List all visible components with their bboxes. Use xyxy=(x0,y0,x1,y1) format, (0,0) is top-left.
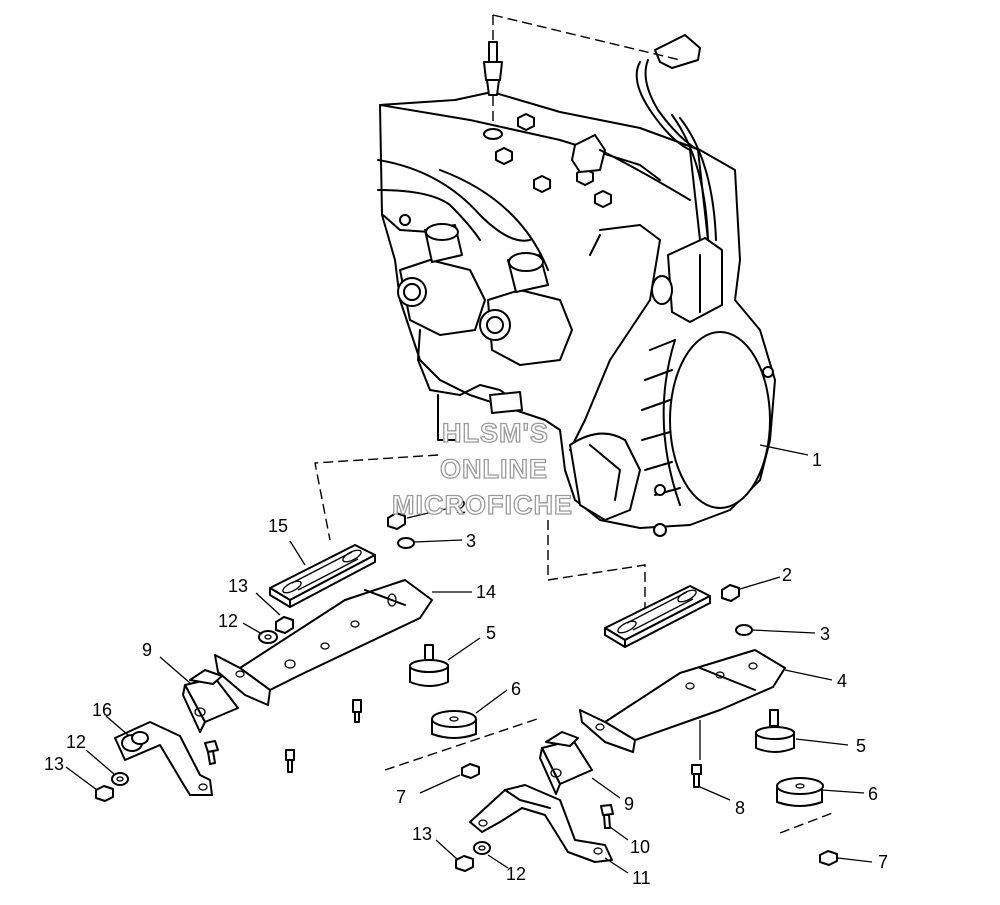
callout-6: 6 xyxy=(868,784,878,804)
spark-plug xyxy=(483,41,503,96)
bolts-left xyxy=(204,699,362,773)
engine-assembly xyxy=(377,34,776,537)
callout-9: 9 xyxy=(142,640,152,660)
callout-14: 14 xyxy=(476,582,496,602)
callout-3: 3 xyxy=(466,531,476,551)
nut-13-right xyxy=(455,855,474,872)
washer-12-right xyxy=(473,841,491,855)
callout-15: 15 xyxy=(268,516,288,536)
callout-3: 3 xyxy=(820,624,830,644)
callout-11: 11 xyxy=(632,868,651,888)
callout-7: 7 xyxy=(396,787,406,807)
watermark-line-1: HLSM'S xyxy=(442,418,549,448)
nut-7-left xyxy=(461,763,480,779)
engine-bracket-left xyxy=(214,579,433,706)
callout-5: 5 xyxy=(486,623,496,643)
carburetor-left xyxy=(397,223,486,336)
rubber-mount-left xyxy=(409,644,449,687)
callout-12: 12 xyxy=(218,611,238,631)
bolt-10 xyxy=(600,804,614,816)
callout-13: 13 xyxy=(228,576,248,596)
callout-13: 13 xyxy=(44,754,64,774)
callout-12: 12 xyxy=(506,864,526,884)
callout-13: 13 xyxy=(412,824,432,844)
assembly-lines xyxy=(314,14,836,834)
spacer-6-right xyxy=(776,777,824,807)
bracket-16 xyxy=(114,721,213,796)
callout-8: 8 xyxy=(735,798,745,818)
nut-13-left xyxy=(275,616,294,634)
bolt-8 xyxy=(691,720,702,788)
bracket-11 xyxy=(469,784,613,863)
mount-plate-left xyxy=(269,544,376,608)
rubber-block-9-left xyxy=(182,669,239,733)
callout-4: 4 xyxy=(837,671,847,691)
nut-13-lower-left xyxy=(95,785,114,802)
watermark-line-2: ONLINE xyxy=(440,454,548,484)
callout-1: 1 xyxy=(812,450,822,470)
rubber-mount-right xyxy=(755,709,795,753)
rubber-block-9-right xyxy=(539,731,593,795)
nut-2-right xyxy=(721,584,740,602)
callout-16: 16 xyxy=(92,700,112,720)
washer-3-right xyxy=(735,624,753,636)
callout-2: 2 xyxy=(782,565,792,585)
washer-12-lower-left xyxy=(111,772,129,786)
watermark: HLSM'S ONLINE MICROFICHE xyxy=(391,417,573,520)
spacer-6-left xyxy=(431,710,477,739)
mount-plate-right xyxy=(604,585,711,648)
washer-12-left xyxy=(258,630,278,644)
nut-2-left xyxy=(387,512,406,530)
engine-bracket-right xyxy=(579,649,786,753)
head-bolts xyxy=(399,113,612,226)
callout-6: 6 xyxy=(511,679,521,699)
callout-2: 2 xyxy=(456,497,466,517)
left-mount-assembly xyxy=(95,512,480,802)
callout-12: 12 xyxy=(66,732,86,752)
spark-plug-cap xyxy=(635,34,717,241)
callout-10: 10 xyxy=(630,837,650,857)
callout-7: 7 xyxy=(878,852,888,872)
leader-lines xyxy=(65,444,873,874)
callouts: 1 2 3 15 14 13 12 9 16 12 13 5 6 7 2 3 4… xyxy=(44,450,888,888)
washer-3-left xyxy=(397,537,415,549)
nut-7-right xyxy=(819,850,838,866)
callout-5: 5 xyxy=(856,736,866,756)
callout-9: 9 xyxy=(624,794,634,814)
recoil-starter xyxy=(569,331,774,537)
carburetor-right xyxy=(479,252,573,366)
right-mount-assembly xyxy=(455,584,838,872)
watermark-line-3: MICROFICHE xyxy=(392,490,573,520)
